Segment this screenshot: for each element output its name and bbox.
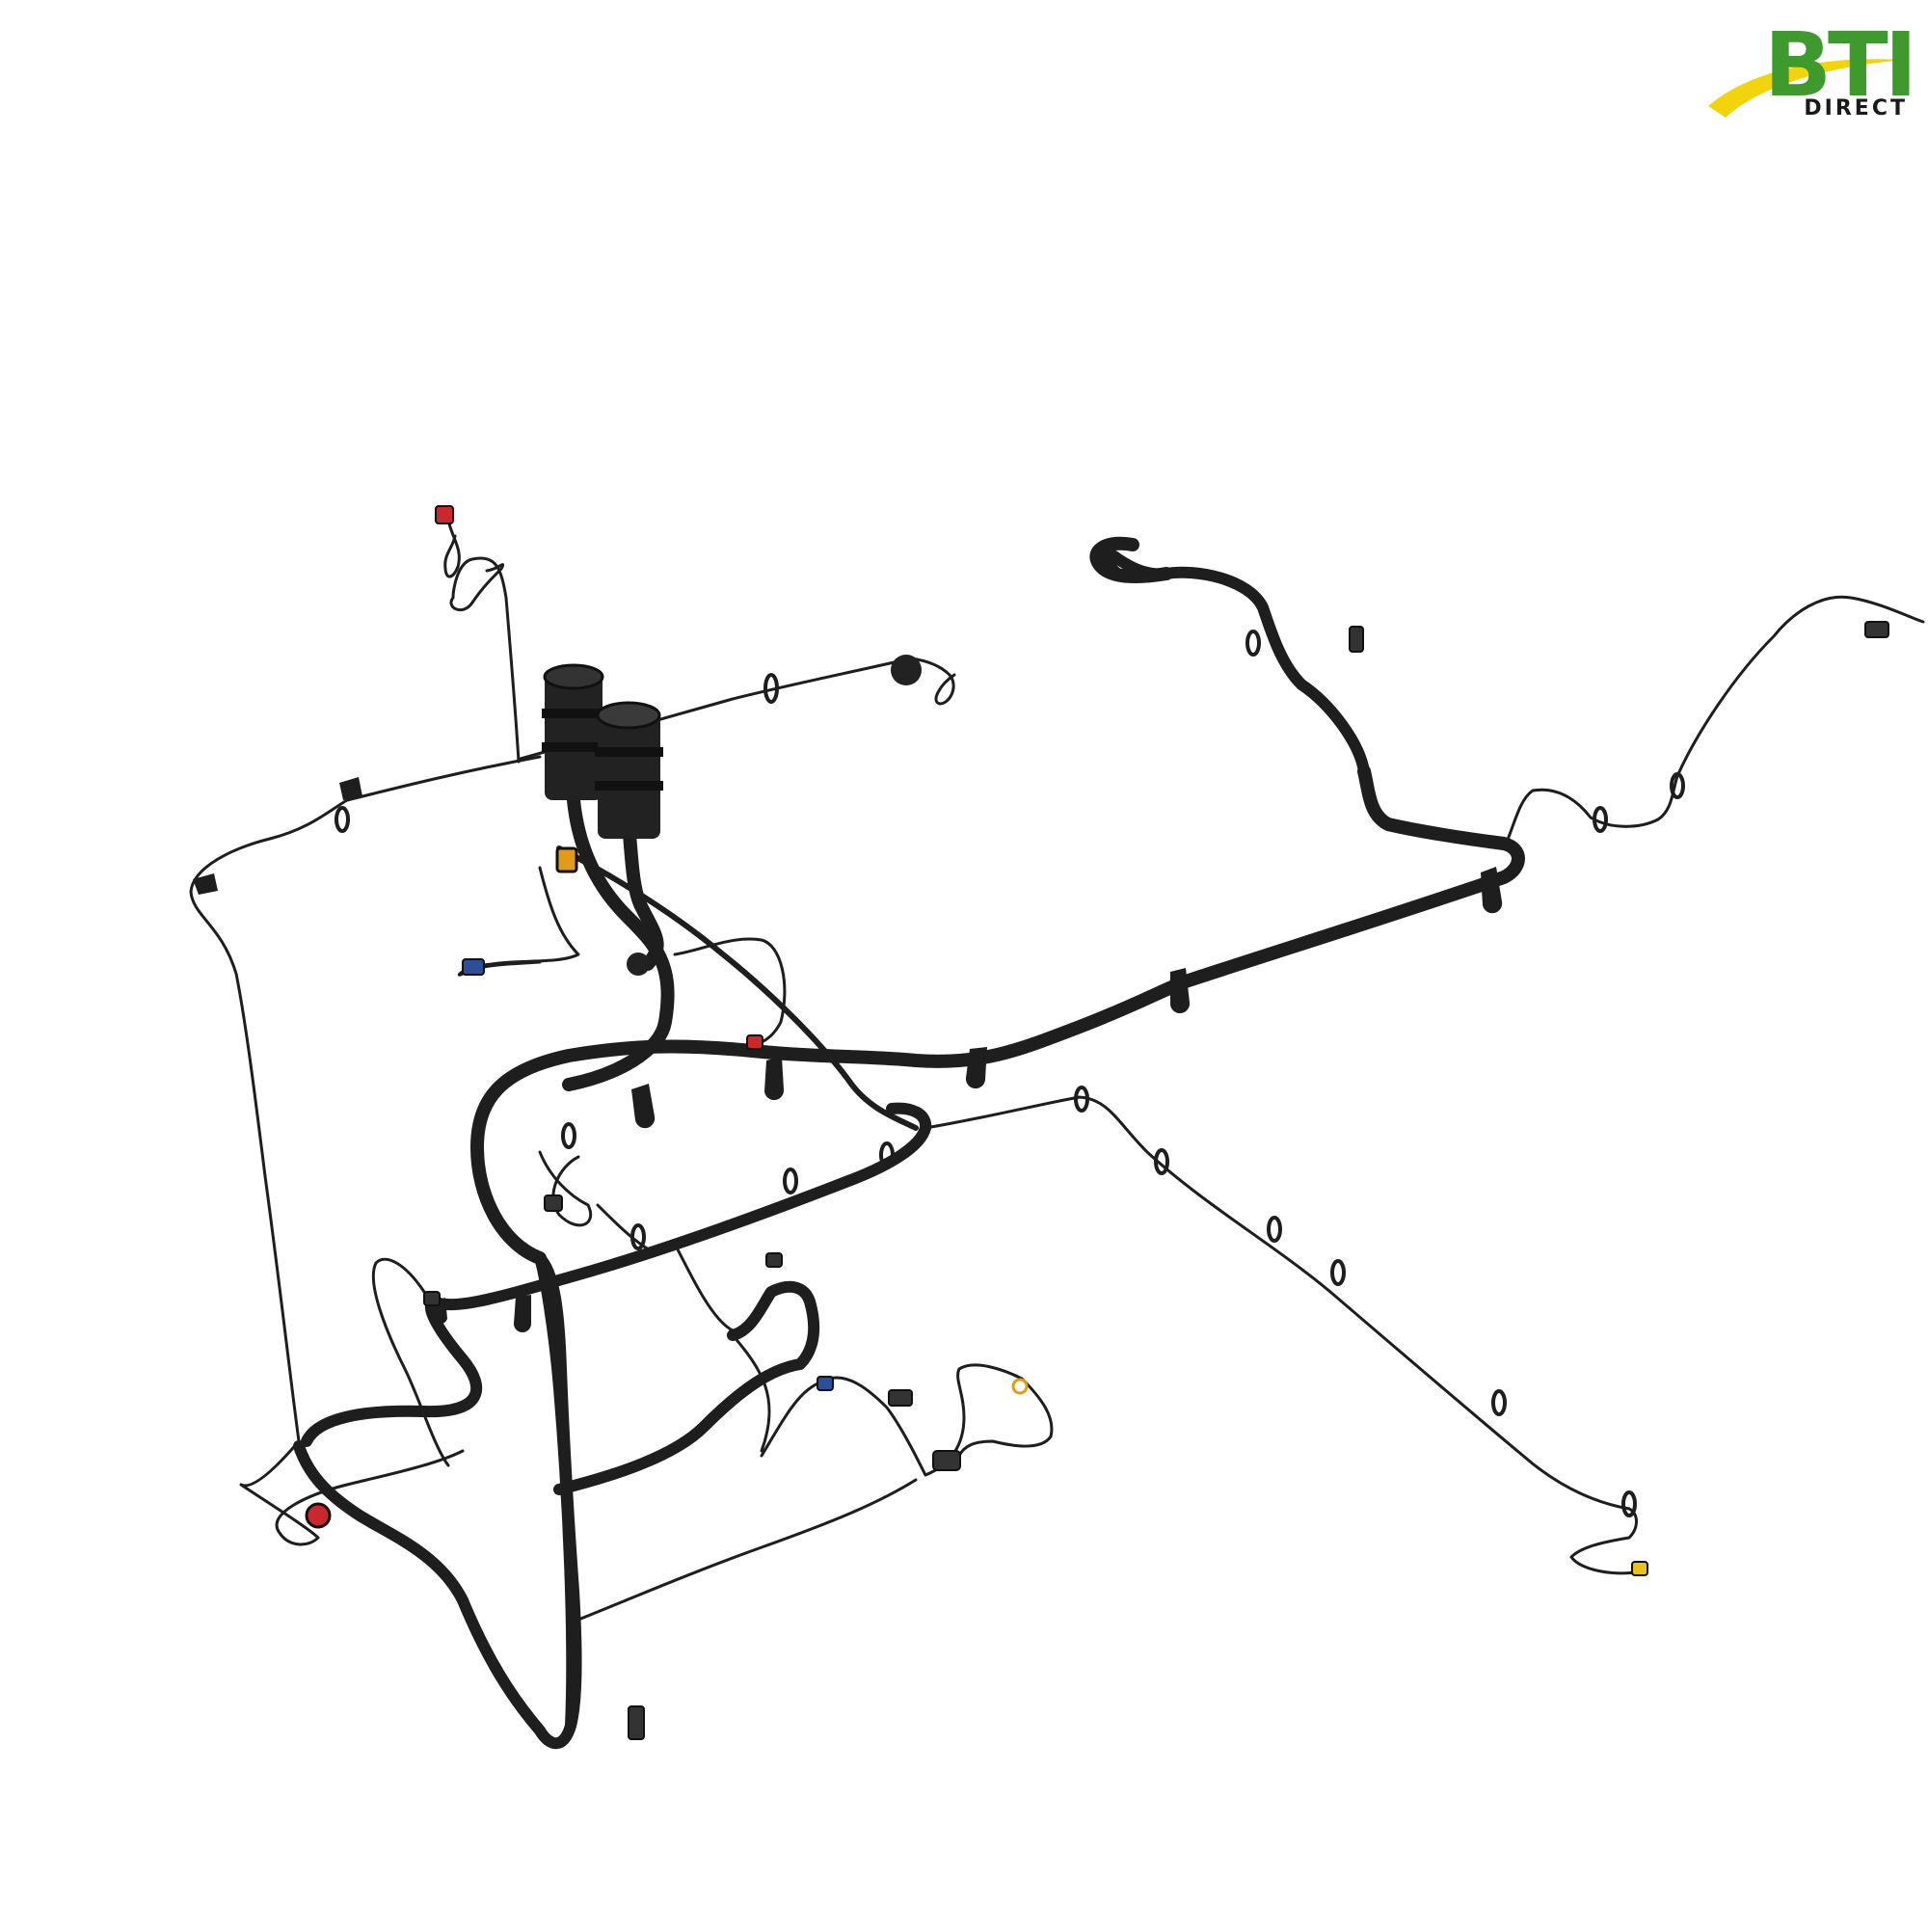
tie-12 [879, 1141, 895, 1168]
round-connector-2 [595, 701, 663, 839]
connector-red-top [435, 505, 454, 524]
tie-4 [1154, 1148, 1169, 1175]
tie-13 [783, 1167, 798, 1194]
connector-yellow-tube [555, 846, 578, 873]
top-red-lead [443, 519, 461, 578]
left-bottom-loop [239, 1439, 465, 1546]
round-connector-1 [542, 663, 605, 800]
connector-blue-left [462, 958, 485, 976]
tube-right-wire [673, 937, 787, 1048]
upper-right-long-wire [1502, 595, 1925, 850]
left-long-wire [189, 755, 542, 1443]
tie-3 [1074, 1086, 1089, 1113]
tie-11 [1245, 630, 1261, 657]
left-mid-loop [371, 1257, 450, 1467]
clip-4 [1170, 968, 1191, 1014]
tie-5 [1267, 1216, 1282, 1243]
tie-14 [630, 1223, 646, 1250]
tie-8 [1621, 1490, 1637, 1517]
mid-left-loops [538, 1150, 735, 1332]
clip-8 [193, 873, 218, 895]
hook-end [1089, 536, 1173, 583]
tie-15 [561, 1122, 576, 1149]
connector-black-8 [765, 1252, 783, 1268]
connector-black-4 [888, 1389, 913, 1407]
lower-middle-trunk [553, 1280, 820, 1495]
tie-7 [1491, 1389, 1507, 1416]
logo-tagline: DIRECT [1804, 96, 1908, 121]
bottom-long-wire [576, 1478, 918, 1622]
clip-1 [631, 1084, 656, 1129]
main-trunk [301, 1102, 932, 1447]
connector-yellow-right [1631, 1561, 1648, 1576]
connector-red-mid [746, 1034, 763, 1050]
tie-10 [1670, 772, 1685, 799]
clip-5 [1481, 867, 1503, 914]
logo-swoosh-icon [1708, 59, 1904, 118]
tie-1 [763, 673, 779, 704]
connector-black-6 [544, 1194, 563, 1212]
tie-9 [1593, 806, 1608, 833]
tie-2 [335, 806, 350, 833]
right-diagonal-wire [924, 1095, 1641, 1575]
logo-wordmark: BTI [1763, 13, 1917, 117]
clip-3 [965, 1047, 987, 1089]
clip-2 [764, 1057, 785, 1101]
vertical-link [534, 1252, 578, 1731]
clip-6 [514, 1295, 531, 1332]
connector-black-3 [628, 1705, 645, 1740]
top-vertical-wire [449, 556, 521, 764]
connector-black-5 [932, 1450, 961, 1471]
terminal-ring [1011, 1378, 1029, 1395]
upper-trunk [470, 765, 1525, 1265]
bti-direct-logo: BTI DIRECT [1706, 13, 1917, 122]
clip-9 [339, 777, 362, 800]
connector-black-7 [423, 1291, 441, 1306]
tie-6 [1330, 1259, 1346, 1286]
top-middle-wire-end [909, 657, 956, 706]
connector-black-1 [1864, 621, 1889, 638]
connector-blue-lower [817, 1376, 834, 1391]
diagonal-lead [556, 845, 919, 1131]
connector-red-left [305, 1502, 332, 1529]
upper-right-branch [1098, 547, 1370, 777]
connector-black-2 [1349, 626, 1364, 653]
grommet-top [891, 655, 922, 685]
connector-round-small [627, 953, 650, 976]
